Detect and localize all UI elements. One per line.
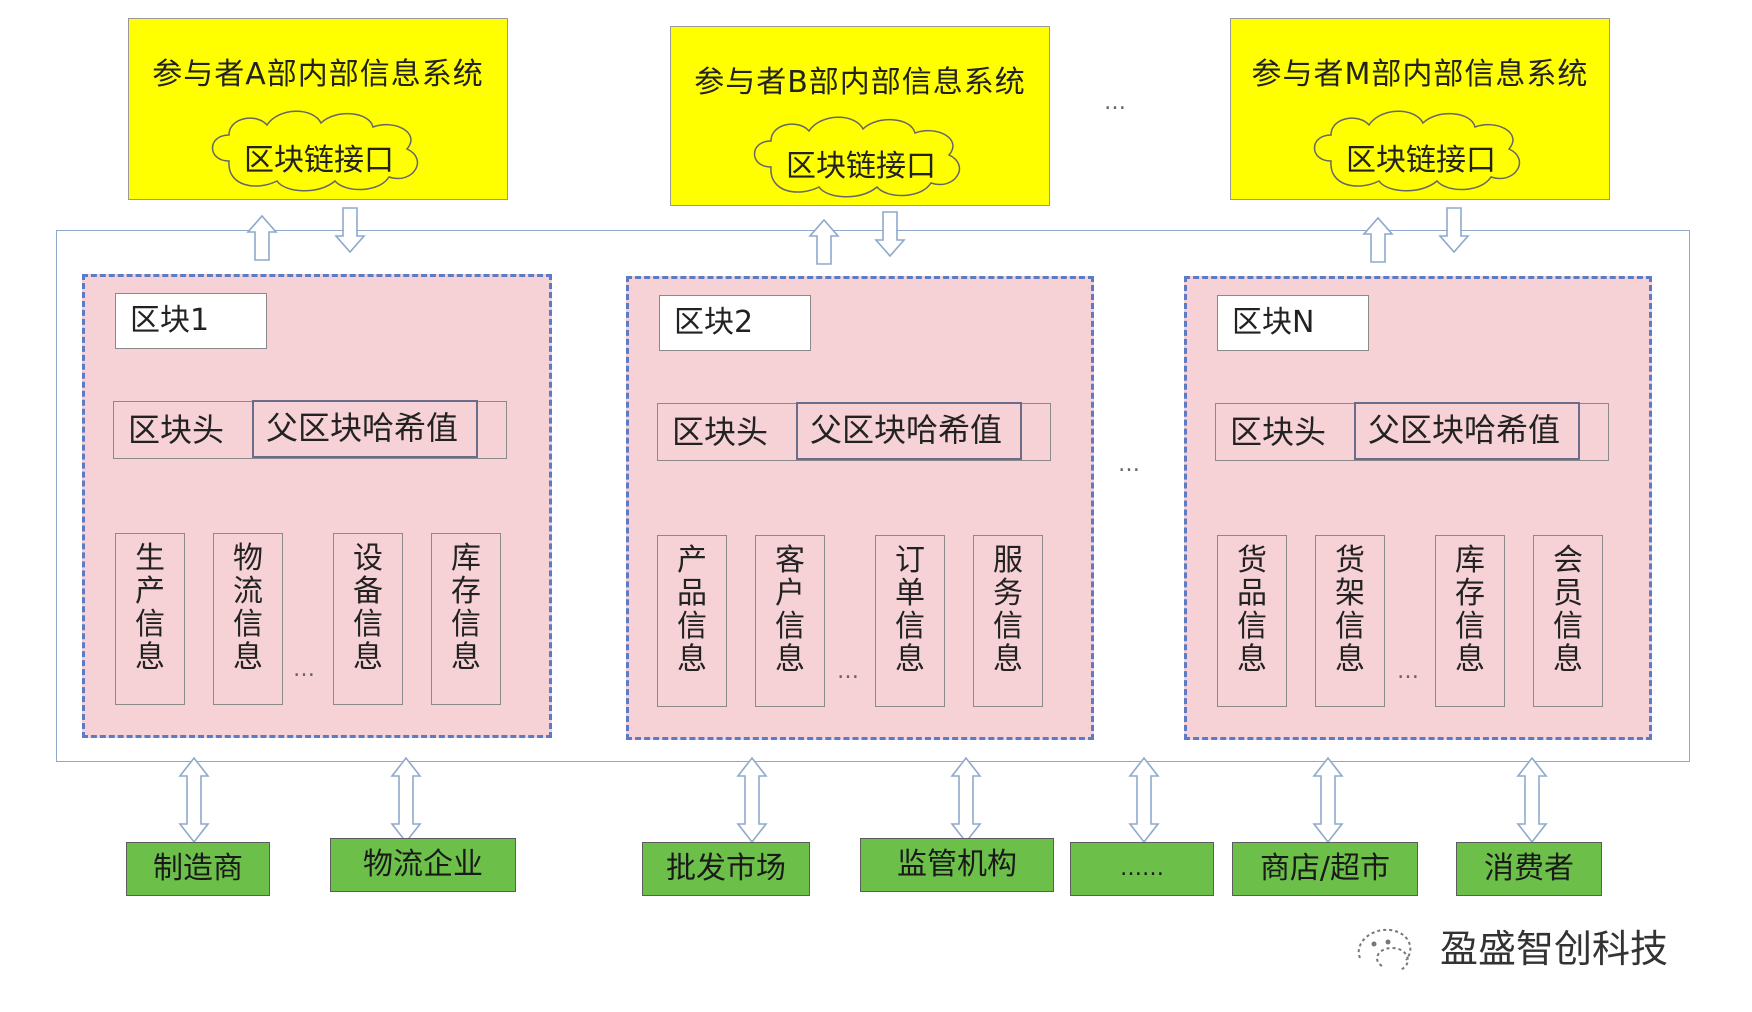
field-label: 客户信息 [775, 543, 805, 677]
blockchain-interface-cloud: 区块链接口 [741, 107, 981, 203]
field-label: 库存信息 [1455, 543, 1485, 677]
block-field: 生产信息 [115, 533, 185, 705]
blockchain-interface-cloud: 区块链接口 [1301, 101, 1541, 197]
participant-a-system: 参与者A部内部信息系统 区块链接口 [128, 18, 508, 200]
field-label: 设备信息 [353, 541, 383, 675]
block-field: 物流信息 [213, 533, 283, 705]
entity-regulator: 监管机构 [860, 838, 1054, 892]
participant-title: 参与者B部内部信息系统 [694, 65, 1026, 100]
down-arrow-icon [335, 207, 365, 253]
block-header-label: 区块头 [672, 413, 769, 451]
entity-wholesale-market: 批发市场 [642, 842, 810, 896]
parent-hash-field: 父区块哈希值 [252, 400, 478, 458]
block-field: 服务信息 [973, 535, 1043, 707]
block-field: 订单信息 [875, 535, 945, 707]
field-label: 产品信息 [677, 543, 707, 677]
interface-label: 区块链接口 [1346, 143, 1496, 178]
field-label: 货品信息 [1237, 543, 1267, 677]
participant-title: 参与者M部内部信息系统 [1251, 57, 1589, 92]
block-name: 区块1 [115, 293, 267, 349]
bidirectional-arrow-icon [179, 757, 209, 843]
block-header: 区块头 父区块哈希值 [113, 400, 507, 459]
block-header-label: 区块头 [128, 411, 225, 449]
block-field: 产品信息 [657, 535, 727, 707]
entity-store-supermarket: 商店/超市 [1232, 842, 1418, 896]
blockchain-interface-cloud: 区块链接口 [199, 101, 439, 197]
blocks-ellipsis: … [1118, 452, 1140, 477]
block-header-label: 区块头 [1230, 413, 1327, 451]
field-label: 库存信息 [451, 541, 481, 675]
entity-consumer: 消费者 [1456, 842, 1602, 896]
parent-hash-field: 父区块哈希值 [1354, 402, 1580, 460]
fields-ellipsis: … [293, 657, 315, 682]
down-arrow-icon [1439, 207, 1469, 253]
entity-logistics: 物流企业 [330, 838, 516, 892]
block-header: 区块头 父区块哈希值 [1215, 402, 1609, 461]
fields-ellipsis: … [1397, 659, 1419, 684]
field-label: 生产信息 [135, 541, 165, 675]
entity-ellipsis: …… [1070, 842, 1214, 896]
field-label: 订单信息 [895, 543, 925, 677]
block-field: 库存信息 [431, 533, 501, 705]
participant-b-system: 参与者B部内部信息系统 区块链接口 [670, 26, 1050, 206]
block-field: 货架信息 [1315, 535, 1385, 707]
field-label: 物流信息 [233, 541, 263, 675]
block-n: 区块N 区块头 父区块哈希值 货品信息 货架信息 … 库存信息 会员信息 [1184, 276, 1652, 740]
participants-ellipsis: … [1104, 90, 1126, 115]
block-field: 会员信息 [1533, 535, 1603, 707]
bidirectional-arrow-icon [951, 757, 981, 843]
block-1: 区块1 区块头 父区块哈希值 生产信息 物流信息 … 设备信息 库存信息 [82, 274, 552, 738]
field-label: 服务信息 [993, 543, 1023, 677]
watermark-text: 盈盛智创科技 [1440, 927, 1669, 971]
parent-hash-field: 父区块哈希值 [796, 402, 1022, 460]
block-name: 区块N [1217, 295, 1369, 351]
fields-ellipsis: … [837, 659, 859, 684]
participant-m-system: 参与者M部内部信息系统 区块链接口 [1230, 18, 1610, 200]
block-name: 区块2 [659, 295, 811, 351]
wechat-logo-icon [1352, 920, 1422, 980]
down-arrow-icon [875, 211, 905, 257]
bidirectional-arrow-icon [737, 757, 767, 843]
bidirectional-arrow-icon [1129, 757, 1159, 843]
interface-label: 区块链接口 [244, 143, 394, 178]
block-header: 区块头 父区块哈希值 [657, 402, 1051, 461]
interface-label: 区块链接口 [786, 149, 936, 184]
block-field: 库存信息 [1435, 535, 1505, 707]
block-field: 设备信息 [333, 533, 403, 705]
block-2: 区块2 区块头 父区块哈希值 产品信息 客户信息 … 订单信息 服务信息 [626, 276, 1094, 740]
field-label: 会员信息 [1553, 543, 1583, 677]
participant-title: 参与者A部内部信息系统 [152, 57, 484, 92]
entity-manufacturer: 制造商 [126, 842, 270, 896]
up-arrow-icon [1363, 217, 1393, 263]
up-arrow-icon [809, 219, 839, 265]
bidirectional-arrow-icon [1517, 757, 1547, 843]
up-arrow-icon [247, 215, 277, 261]
bidirectional-arrow-icon [1313, 757, 1343, 843]
bidirectional-arrow-icon [391, 757, 421, 843]
field-label: 货架信息 [1335, 543, 1365, 677]
block-field: 客户信息 [755, 535, 825, 707]
block-field: 货品信息 [1217, 535, 1287, 707]
